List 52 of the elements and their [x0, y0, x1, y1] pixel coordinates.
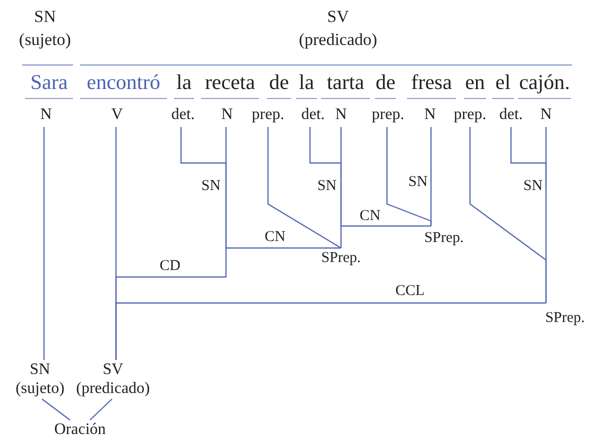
category-tag: prep. [252, 105, 284, 125]
phrase-label: (sujeto) [16, 379, 64, 398]
tree-line [340, 186, 431, 227]
category-tag: det. [499, 105, 523, 125]
phrase-label: SN [30, 360, 50, 379]
category-tag: N [40, 105, 52, 125]
category-tag: N [335, 105, 347, 125]
tree-line [545, 186, 547, 303]
tree-line [430, 182, 432, 226]
phrase-label: SN [34, 6, 56, 28]
word: de [267, 68, 291, 99]
tree-line [430, 127, 432, 182]
tree-line [43, 127, 45, 360]
phrase-label: SN [317, 177, 337, 195]
word: Sara [25, 68, 73, 99]
tree-line [115, 302, 546, 360]
word: fresa [407, 68, 456, 99]
tree-line [545, 127, 547, 186]
phrase-label: (predicado) [298, 29, 378, 51]
word: la [174, 68, 194, 99]
word: la [296, 68, 317, 99]
tree-line [42, 398, 70, 420]
phrase-label: SPrep. [424, 229, 464, 247]
category-tag: N [540, 105, 552, 125]
category-tag: det. [301, 105, 325, 125]
category-tag: det. [171, 105, 195, 125]
phrase-label: (predicado) [76, 379, 150, 398]
category-tag: N [221, 105, 233, 125]
phrase-label: SV [102, 360, 124, 379]
phrase-label: SPrep. [545, 309, 585, 327]
word: tarta [321, 68, 370, 99]
word: en [464, 68, 486, 99]
word: de [375, 68, 396, 99]
tree-line [267, 127, 342, 249]
category-tag: prep. [372, 105, 404, 125]
phrase-label: SPrep. [321, 249, 361, 267]
word: encontró [80, 68, 167, 99]
sentence-label: Oración [54, 420, 106, 440]
word: receta [201, 68, 259, 99]
phrase-label: SN [523, 177, 543, 195]
category-tag: N [424, 105, 436, 125]
tree-line [90, 398, 112, 420]
category-tag: V [111, 105, 123, 125]
tree-line [340, 127, 342, 186]
word: el [492, 68, 514, 99]
category-tag: prep. [454, 105, 486, 125]
word: cajón. [518, 68, 571, 99]
phrase-label: SN [201, 177, 221, 195]
phrase-label: SV [327, 6, 349, 28]
phrase-label: SN [408, 173, 428, 191]
phrase-label: (sujeto) [19, 29, 71, 51]
tree-line [225, 127, 227, 186]
